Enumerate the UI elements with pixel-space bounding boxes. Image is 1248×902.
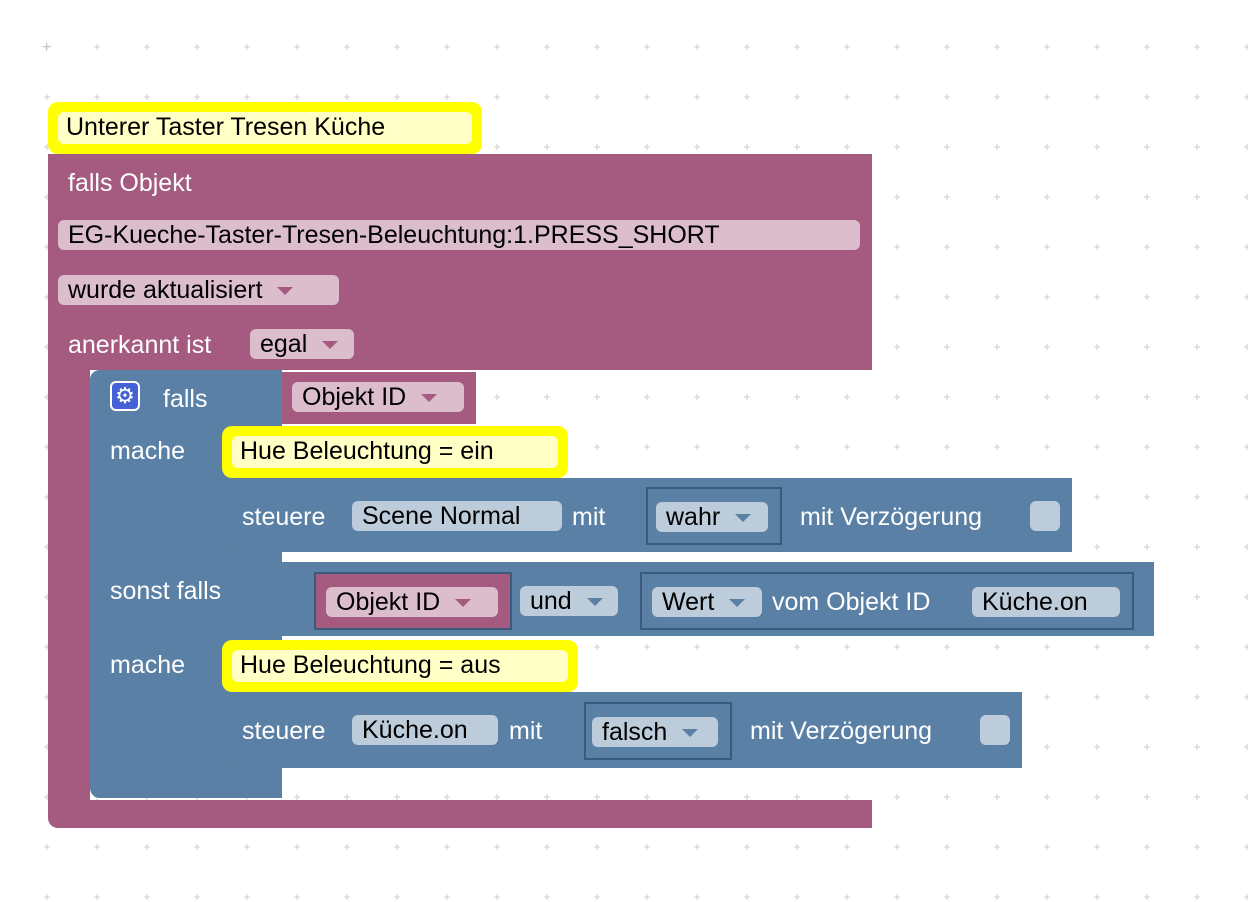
action-2-target[interactable]: Küche.on — [352, 715, 498, 745]
elseif-operator-label: und — [530, 587, 572, 615]
action-2-with-label: mit — [509, 717, 543, 745]
elseif-operator-dropdown[interactable]: und — [520, 586, 618, 616]
ack-label: anerkannt ist — [68, 331, 212, 359]
action-1-delay-checkbox[interactable] — [1030, 501, 1060, 531]
action-1-target[interactable]: Scene Normal — [352, 501, 562, 531]
action-1-value-label: wahr — [666, 503, 721, 531]
condition-dropdown-label: wurde aktualisiert — [68, 276, 263, 304]
if-condition-dropdown[interactable]: Objekt ID — [292, 382, 464, 412]
action-1-value-dropdown[interactable]: wahr — [656, 502, 768, 532]
condition-dropdown[interactable]: wurde aktualisiert — [58, 275, 339, 305]
action-1-comment[interactable]: Hue Beleuchtung = ein — [222, 426, 568, 478]
elseif-right-label: vom Objekt ID — [772, 588, 931, 616]
action-2-delay-label: mit Verzögerung — [750, 717, 933, 745]
action-1-value-slot — [646, 487, 782, 545]
action-1-control-label: steuere — [242, 503, 326, 531]
action-1-comment-text: Hue Beleuchtung = ein — [232, 436, 558, 468]
action-2-comment[interactable]: Hue Beleuchtung = aus — [222, 640, 578, 692]
action-2-value-dropdown[interactable]: falsch — [592, 717, 718, 747]
object-id-field[interactable]: EG-Kueche-Taster-Tresen-Beleuchtung:1.PR… — [58, 220, 860, 250]
do-label-2: mache — [110, 651, 186, 679]
if-label: falls — [163, 385, 208, 413]
action-1-with-label: mit — [572, 503, 606, 531]
elseif-left-slot — [314, 572, 512, 630]
if-condition-label: Objekt ID — [302, 383, 407, 411]
ack-dropdown[interactable]: egal — [250, 329, 354, 359]
action-2-delay-checkbox[interactable] — [980, 715, 1010, 745]
action-2-value-slot — [584, 702, 732, 760]
elseif-right-slot — [640, 572, 1134, 630]
action-2-value-label: falsch — [602, 718, 668, 746]
action-1-delay-label: mit Verzögerung — [800, 503, 983, 531]
event-title: falls Objekt — [68, 169, 192, 197]
elseif-left-label: Objekt ID — [336, 588, 441, 616]
ack-dropdown-label: egal — [260, 330, 308, 358]
action-2-comment-text: Hue Beleuchtung = aus — [232, 650, 568, 682]
event-comment[interactable]: Unterer Taster Tresen Küche — [48, 102, 482, 154]
event-block-spine — [48, 360, 90, 800]
gear-icon[interactable]: ⚙ — [110, 381, 140, 411]
event-comment-text: Unterer Taster Tresen Küche — [58, 112, 472, 144]
elseif-right-prop-label: Wert — [662, 588, 715, 616]
elseif-right-prop-dropdown[interactable]: Wert — [652, 587, 762, 617]
do-label-1: mache — [110, 437, 186, 465]
action-2-control-label: steuere — [242, 717, 326, 745]
elseif-left-dropdown[interactable]: Objekt ID — [326, 587, 498, 617]
event-block-footer — [48, 800, 872, 828]
elseif-label: sonst falls — [110, 577, 222, 605]
elseif-right-object[interactable]: Küche.on — [972, 587, 1120, 617]
event-block[interactable] — [48, 154, 872, 370]
